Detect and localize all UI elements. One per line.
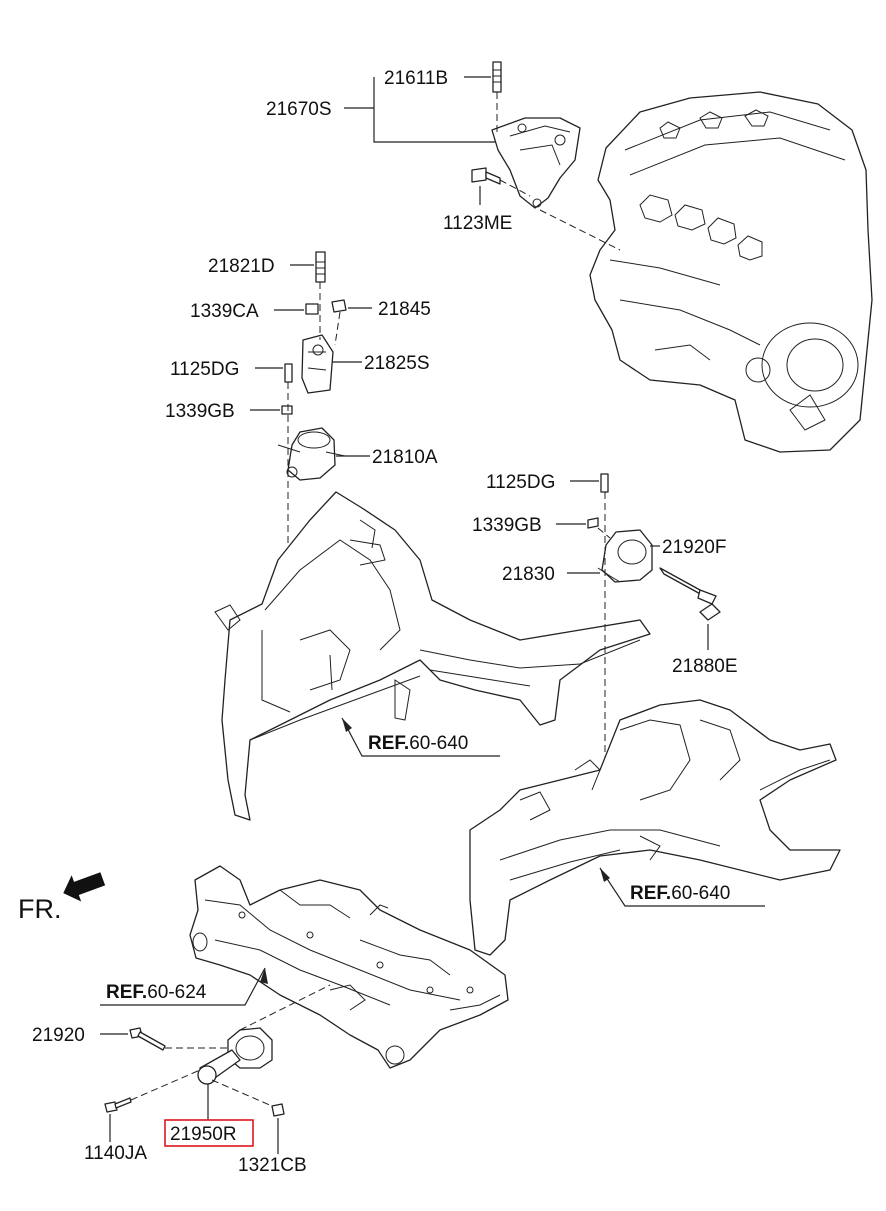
label-21830: 21830 bbox=[502, 564, 555, 585]
engine-bracket-drawing bbox=[471, 61, 621, 251]
transmission-mount-drawing bbox=[587, 473, 721, 780]
label-1125DG-lower: 1125DG bbox=[486, 472, 555, 493]
highlight-box-21950R bbox=[164, 1119, 254, 1147]
label-1140JA: 1140JA bbox=[84, 1143, 147, 1164]
roll-rod-drawing bbox=[104, 984, 331, 1117]
label-21810A: 21810A bbox=[372, 447, 438, 468]
label-21950R: 21950R bbox=[170, 1124, 237, 1145]
label-21920: 21920 bbox=[32, 1025, 85, 1046]
label-1339CA: 1339CA bbox=[190, 301, 259, 322]
right-side-member-drawing bbox=[469, 699, 841, 956]
ref-label-2: REF.60-640 bbox=[630, 883, 730, 904]
label-21825S: 21825S bbox=[364, 353, 430, 374]
leader-lines bbox=[100, 76, 765, 1154]
ref-label-3: REF.60-624 bbox=[106, 982, 207, 1003]
subframe-drawing bbox=[189, 865, 509, 1069]
label-1125DG-upper: 1125DG bbox=[170, 359, 239, 380]
label-1321CB: 1321CB bbox=[238, 1155, 307, 1176]
engine-mount-drawing bbox=[277, 251, 347, 640]
label-1123ME: 1123ME bbox=[443, 213, 512, 234]
label-21845: 21845 bbox=[378, 299, 431, 320]
label-21611B: 21611B bbox=[384, 68, 448, 89]
label-1339GB-lower: 1339GB bbox=[472, 515, 542, 536]
front-arrow-icon bbox=[63, 872, 106, 902]
ref-label-1: REF.60-640 bbox=[368, 733, 468, 754]
label-21880E: 21880E bbox=[672, 656, 738, 677]
label-21920F: 21920F bbox=[662, 537, 726, 558]
label-1339GB-upper: 1339GB bbox=[165, 401, 235, 422]
label-21670S: 21670S bbox=[266, 99, 332, 120]
engine-block-drawing bbox=[589, 91, 873, 453]
body-side-member-drawing bbox=[214, 491, 651, 821]
front-label: FR. bbox=[18, 894, 62, 924]
label-21821D: 21821D bbox=[208, 256, 275, 277]
